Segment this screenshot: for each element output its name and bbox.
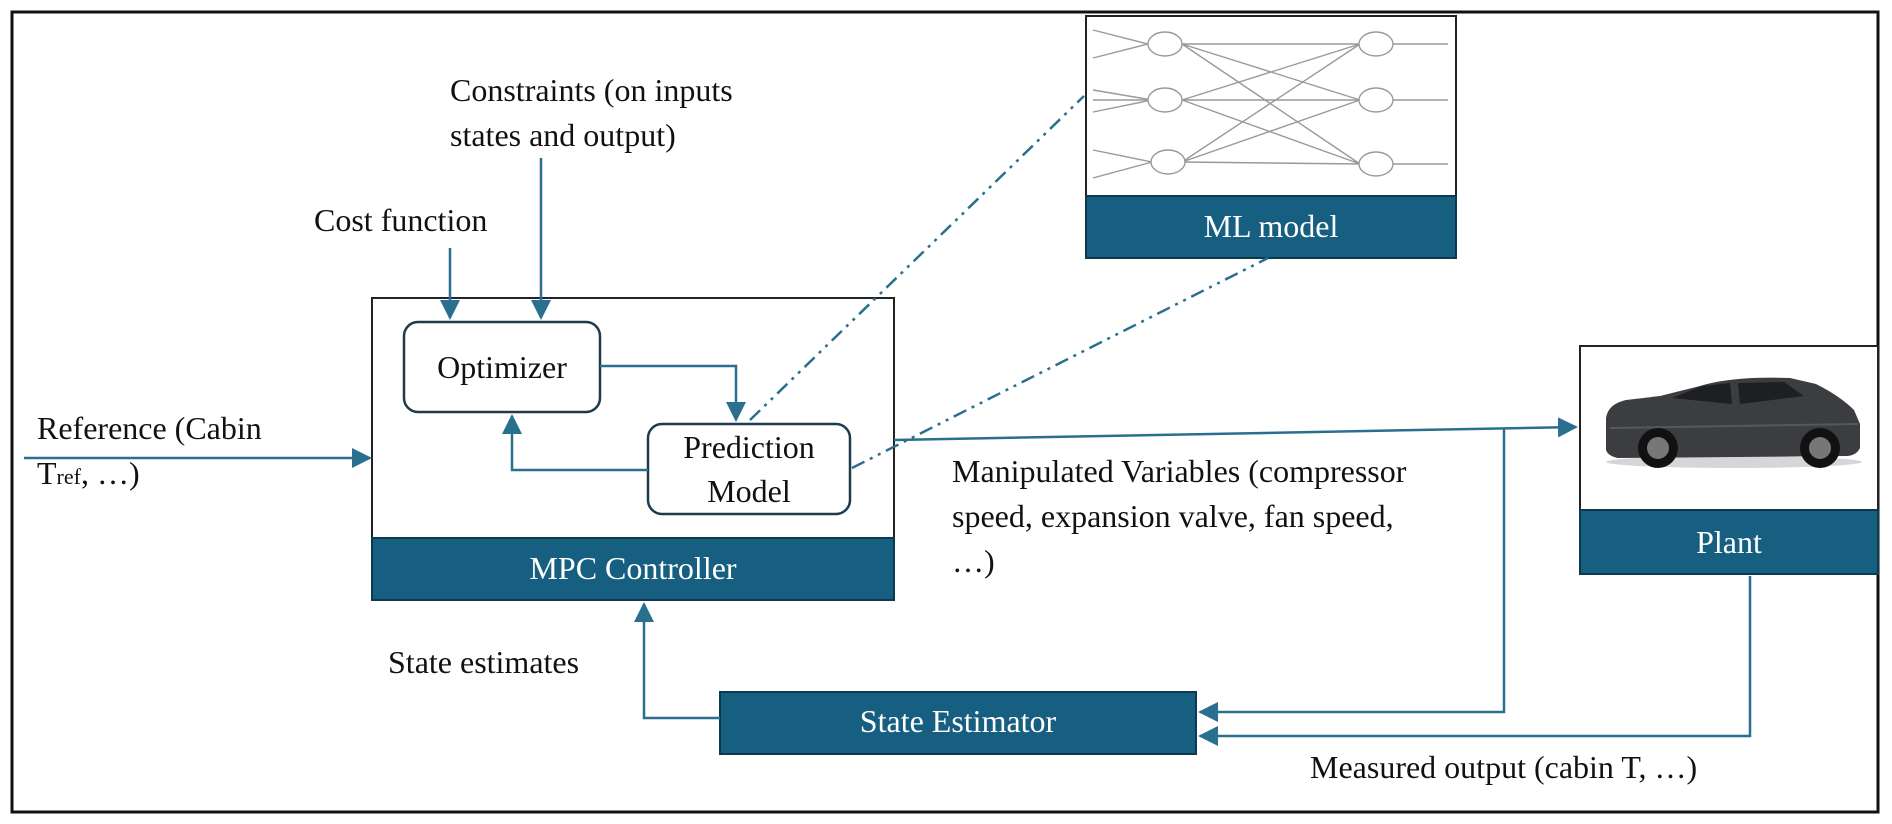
ml-model-label: ML model	[1203, 208, 1339, 244]
reference-t: T	[37, 455, 57, 491]
reference-rest: , …)	[80, 455, 140, 491]
manipulated-variables-label: Manipulated Variables (compressor speed,…	[952, 449, 1406, 584]
ml-model-bar	[1085, 195, 1457, 259]
state-estimates-arrow	[634, 602, 720, 720]
cost-function-label: Cost function	[314, 202, 488, 238]
state-estimator-bar	[719, 691, 1197, 755]
manipulated-label-line3: …)	[952, 543, 995, 579]
plant-block	[1579, 345, 1879, 575]
ml-link-top	[749, 95, 1085, 421]
state-estimates-label: State estimates	[388, 644, 580, 680]
reference-subscript: ref	[56, 464, 81, 489]
ml-model-block	[1085, 15, 1457, 259]
plant-label: Plant	[1696, 524, 1762, 560]
neural-network-icon	[1092, 29, 1448, 179]
manipulated-variables-arrow	[893, 417, 1578, 442]
mv-to-estimator-arrow	[1198, 428, 1506, 722]
suv-car-icon	[1606, 377, 1862, 468]
prediction-model-line2: Model	[707, 473, 791, 509]
ml-link-bottom	[851, 256, 1269, 470]
constraints-label-line1: Constraints (on inputs	[450, 72, 733, 108]
measured-output-arrow	[1198, 576, 1752, 746]
prediction-model-line1: Prediction	[683, 429, 815, 465]
constraints-label-line2: states and output)	[450, 117, 676, 153]
reference-label-line2: Tref, …)	[37, 451, 262, 499]
optimizer-label: Optimizer	[437, 349, 567, 385]
plant-bar	[1579, 509, 1879, 575]
manipulated-label-line1: Manipulated Variables (compressor	[952, 453, 1407, 489]
measured-output-label: Measured output (cabin T, …)	[1310, 749, 1698, 785]
reference-label: Reference (Cabin Tref, …)	[37, 406, 262, 499]
mpc-controller-block	[371, 297, 895, 601]
mpc-controller-bar	[371, 537, 895, 601]
reference-label-line1: Reference (Cabin	[37, 410, 262, 446]
prediction-model-label: Prediction Model	[648, 425, 850, 513]
optimizer-to-prediction-arrow	[600, 364, 746, 422]
constraints-label: Constraints (on inputs states and output…	[450, 68, 733, 158]
manipulated-label-line2: speed, expansion valve, fan speed,	[952, 498, 1394, 534]
state-estimator-label: State Estimator	[859, 703, 1057, 739]
prediction-to-optimizer-arrow	[502, 414, 648, 472]
mpc-controller-label: MPC Controller	[529, 550, 737, 586]
